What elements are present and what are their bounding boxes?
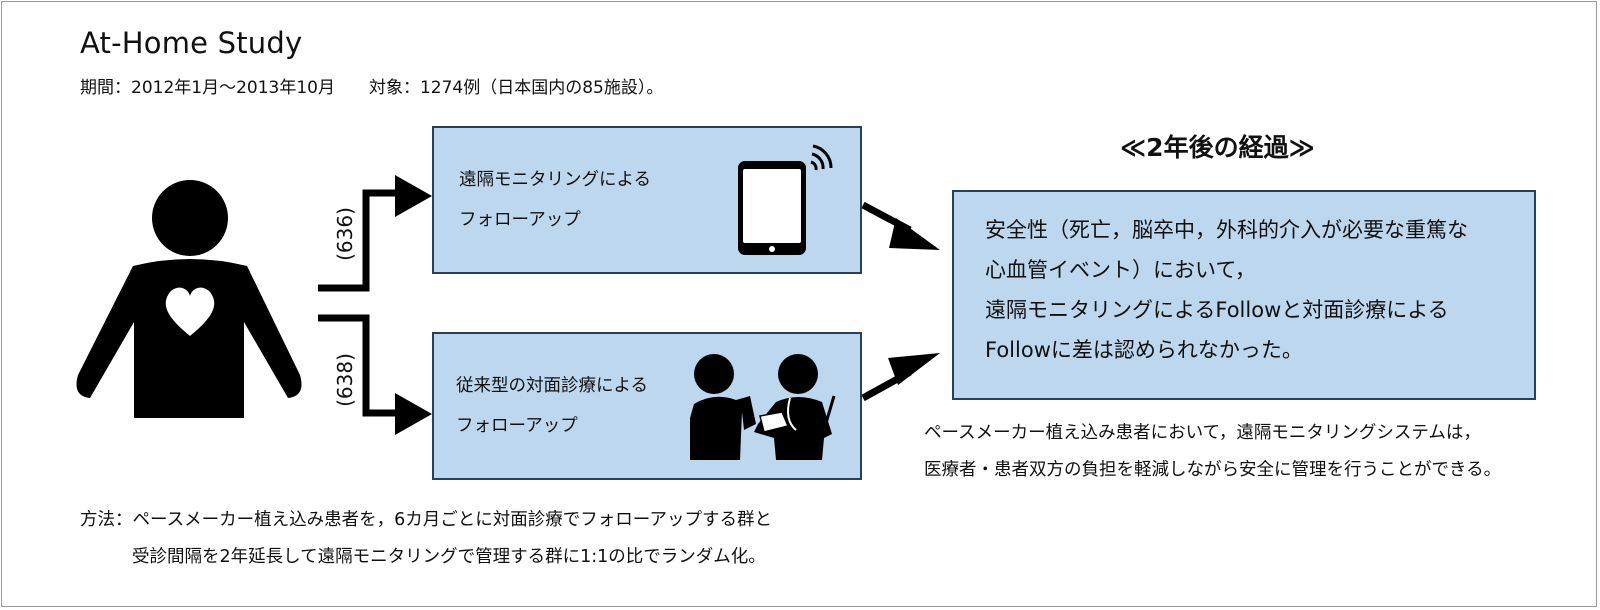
remote-monitoring-box: 遠隔モニタリングによる フォローアップ (432, 126, 862, 274)
count-remote: (636) (332, 207, 357, 261)
tablet-icon (738, 144, 833, 255)
result-arrows (861, 201, 940, 402)
heart-icon (165, 287, 215, 336)
method-line1: 方法：ペースメーカー植え込み患者を，6カ月ごとに対面診療でフォローアップする群と (80, 510, 773, 530)
result-line2: 心血管イベント）において， (985, 258, 1256, 282)
result-line1: 安全性（死亡，脳卒中，外科的介入が必要な重篤な (985, 218, 1468, 242)
study-title: At-Home Study (80, 26, 303, 60)
method-line2: 受診間隔を2年延長して遠隔モニタリングで管理する群に1:1の比でランダム化。 (132, 547, 766, 567)
count-conventional: (638) (332, 353, 357, 407)
result-line4: Followに差は認められなかった。 (985, 338, 1303, 362)
branch-arrow-remote (318, 189, 398, 292)
conventional-box-line1: 従来型の対面診療による (456, 376, 648, 396)
conventional-box-line2: フォローアップ (456, 416, 578, 436)
arrowhead-conventional (395, 393, 432, 435)
doctor-figure-icon (754, 354, 836, 460)
conclusion-line1: ペースメーカー植え込み患者において，遠隔モニタリングシステムは， (924, 423, 1481, 443)
wireless-signal-icon (810, 144, 833, 171)
result-line3: 遠隔モニタリングによるFollowと対面診療による (985, 298, 1449, 322)
remote-box-line2: フォローアップ (459, 210, 581, 230)
doctor-patient-icon (690, 354, 836, 460)
randomization-branch-arrows (318, 189, 398, 417)
study-subtitle: 期間：2012年1月〜2013年10月 対象：1274例（日本国内の85施設）。 (80, 78, 664, 98)
result-heading: ≪2年後の経過≫ (1120, 133, 1315, 162)
conventional-followup-box: 従来型の対面診療による フォローアップ (432, 332, 862, 480)
conclusion-text: ペースメーカー植え込み患者において，遠隔モニタリングシステムは， 医療者・患者双… (924, 415, 1501, 489)
branch-arrow-conventional (318, 314, 398, 417)
remote-box-line1: 遠隔モニタリングによる (459, 170, 651, 190)
patient-figure-icon (690, 354, 756, 460)
patient-icon (76, 180, 302, 418)
method-text: 方法：ペースメーカー植え込み患者を，6カ月ごとに対面診療でフォローアップする群と… (80, 502, 772, 576)
result-text: 安全性（死亡，脳卒中，外科的介入が必要な重篤な 心血管イベント）において， 遠隔… (985, 210, 1468, 370)
result-box (952, 190, 1536, 400)
conclusion-line2: 医療者・患者双方の負担を軽減しながら安全に管理を行うことができる。 (924, 460, 1502, 480)
arrowhead-remote (395, 175, 432, 217)
clipboard-icon (759, 411, 790, 433)
